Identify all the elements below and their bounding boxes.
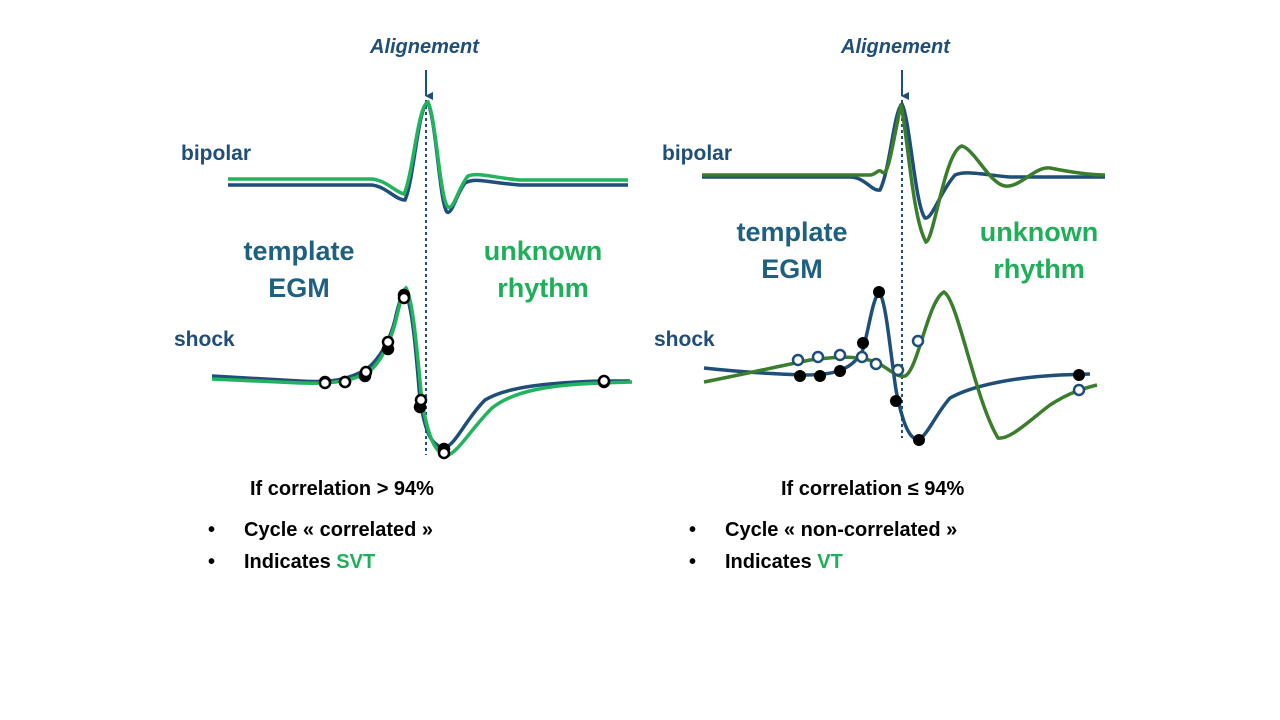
right-shock-label: shock — [654, 328, 715, 351]
sample-point — [791, 353, 805, 367]
left-shock-label: shock — [174, 328, 235, 351]
right-unknown-label: unknown rhythm — [974, 214, 1104, 288]
sample-point — [437, 446, 451, 460]
sample-point — [891, 363, 905, 377]
left-bipolar-template-trace — [228, 101, 628, 214]
right-bipolar-label: bipolar — [662, 142, 733, 165]
egm-word: EGM — [268, 273, 330, 303]
left-bipolar-unknown-trace — [228, 100, 628, 209]
sample-point — [890, 395, 902, 407]
right-bipolar-unknown-trace — [702, 103, 1106, 245]
sample-point — [857, 337, 869, 349]
sample-point — [913, 434, 925, 446]
sample-point — [414, 393, 428, 407]
sample-point — [381, 335, 395, 349]
template-word: template — [243, 236, 355, 266]
left-shock-samples — [318, 288, 611, 460]
rhythm-word: rhythm — [993, 254, 1085, 284]
sample-point — [1072, 383, 1086, 397]
egm-word: EGM — [761, 254, 823, 284]
sample-point — [1073, 369, 1085, 381]
sample-point — [359, 365, 373, 379]
right-template-samples — [794, 286, 1085, 446]
right-alignment-label: Alignement — [841, 36, 950, 58]
sample-point — [873, 286, 885, 298]
right-bullet-1: •Cycle « non-correlated » — [689, 519, 958, 541]
right-bullet-2: •Indicates VT — [689, 551, 843, 573]
sample-point — [833, 348, 847, 362]
sample-point — [911, 334, 925, 348]
right-shock-unknown-trace — [703, 290, 1098, 440]
left-shock-unknown-trace — [211, 285, 633, 458]
left-panel — [211, 70, 633, 460]
left-unknown-label: unknown rhythm — [478, 233, 608, 307]
bullet-highlight: SVT — [336, 551, 376, 573]
bullet-text: Cycle « non-correlated » — [725, 519, 958, 541]
left-condition: If correlation > 94% — [250, 478, 434, 500]
sample-point — [794, 370, 806, 382]
sample-point — [318, 376, 332, 390]
right-bipolar-template-trace — [702, 101, 1105, 220]
sample-point — [869, 357, 883, 371]
right-unknown-samples — [791, 334, 1086, 397]
right-template-label: template EGM — [731, 214, 853, 288]
left-shock-template-trace — [211, 289, 630, 450]
rhythm-word: rhythm — [497, 273, 589, 303]
bullet-highlight: VT — [817, 551, 843, 573]
bullet-text: Indicates — [725, 551, 818, 573]
sample-point — [834, 365, 846, 377]
sample-point — [811, 350, 825, 364]
right-panel — [702, 70, 1106, 446]
sample-point — [814, 370, 826, 382]
left-alignment-label: Alignement — [370, 36, 479, 58]
bullet-text: Cycle « correlated » — [244, 519, 433, 541]
sample-point — [855, 350, 869, 364]
left-template-label: template EGM — [238, 233, 360, 307]
right-condition: If correlation ≤ 94% — [781, 478, 965, 500]
left-bipolar-label: bipolar — [181, 142, 252, 165]
sample-point — [397, 291, 411, 305]
bullet-text: Indicates — [244, 551, 337, 573]
sample-point — [338, 375, 352, 389]
left-bullet-1: •Cycle « correlated » — [208, 519, 433, 541]
sample-point — [597, 374, 611, 388]
unknown-word: unknown — [483, 236, 603, 266]
left-bullet-2: •Indicates SVT — [208, 551, 376, 573]
template-word: template — [736, 217, 848, 247]
unknown-word: unknown — [979, 217, 1099, 247]
